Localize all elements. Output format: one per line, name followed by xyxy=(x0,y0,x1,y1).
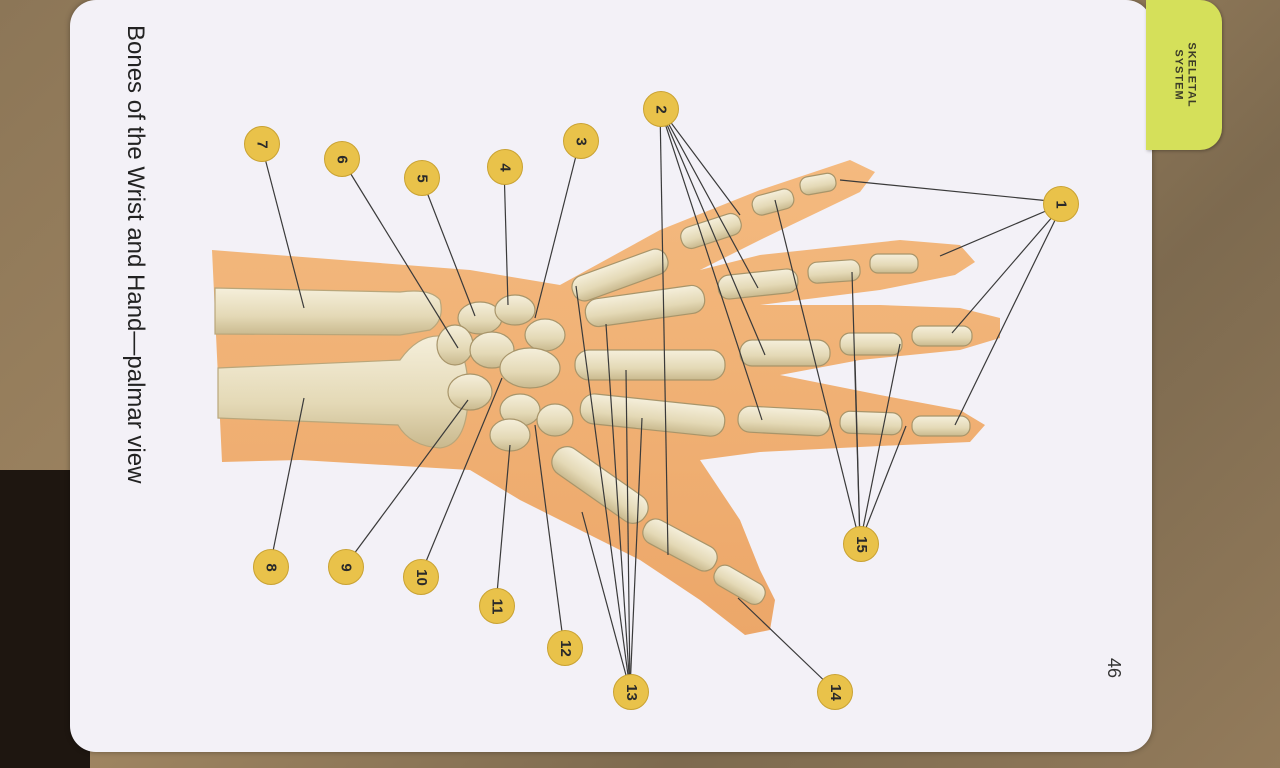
callout-1: 1 xyxy=(1043,186,1079,222)
callout-10-label: 10 xyxy=(412,568,430,586)
callout-14: 14 xyxy=(817,674,853,710)
callout-4: 4 xyxy=(487,149,523,185)
callout-10: 10 xyxy=(403,559,439,595)
ulna-bone xyxy=(214,287,442,336)
capitate-bone xyxy=(494,294,536,326)
callout-12-label: 12 xyxy=(556,639,574,657)
callout-13: 13 xyxy=(613,674,649,710)
callout-8: 8 xyxy=(253,549,289,585)
section-tab[interactable] xyxy=(1146,0,1222,150)
leader-lines xyxy=(260,107,1061,691)
triquetrum-bone xyxy=(436,324,474,366)
callout-14-label: 14 xyxy=(826,683,844,701)
carpal-bones xyxy=(436,294,574,452)
callout-8-label: 8 xyxy=(262,562,280,572)
callout-3-label: 3 xyxy=(572,136,590,146)
trapezoid-bone xyxy=(524,318,566,352)
callout-5: 5 xyxy=(404,160,440,196)
callout-15: 15 xyxy=(843,526,879,562)
callout-5-label: 5 xyxy=(413,173,431,183)
callout-9: 9 xyxy=(328,549,364,585)
callout-1-label: 1 xyxy=(1052,199,1070,209)
callout-3: 3 xyxy=(563,123,599,159)
callout-11: 11 xyxy=(479,588,515,624)
callout-7: 7 xyxy=(244,126,280,162)
capitate-bone-2 xyxy=(499,347,561,389)
callout-4-label: 4 xyxy=(496,162,514,172)
callout-13-label: 13 xyxy=(622,683,640,701)
callout-15-label: 15 xyxy=(852,535,870,553)
callout-7-label: 7 xyxy=(253,139,271,149)
callout-12: 12 xyxy=(547,630,583,666)
forearm-bones xyxy=(214,287,469,449)
scaphoid-bone xyxy=(447,373,493,411)
pisiform-bone xyxy=(536,403,574,437)
callout-2: 2 xyxy=(643,91,679,127)
callout-11-label: 11 xyxy=(488,598,506,614)
callout-9-label: 9 xyxy=(337,562,355,572)
callout-6-label: 6 xyxy=(333,154,351,164)
callout-6: 6 xyxy=(324,141,360,177)
callout-2-label: 2 xyxy=(652,104,670,114)
finger-bones xyxy=(551,172,973,605)
